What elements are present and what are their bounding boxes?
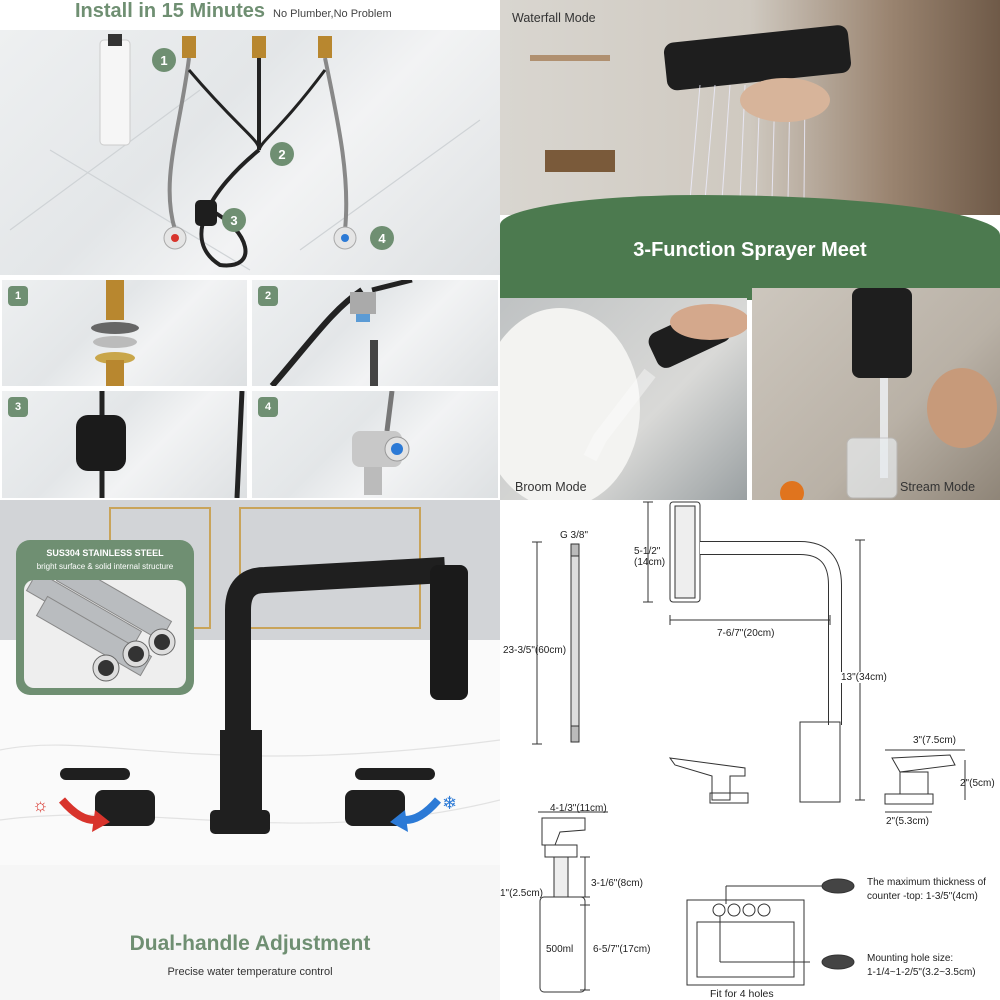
steel-card: SUS304 STAINLESS STEEL bright surface & … — [16, 540, 194, 695]
dim-pump-shank: 3-1/6"(8cm) — [591, 878, 643, 889]
dim-reach: 7-6/7"(20cm) — [717, 628, 775, 639]
detail-cell-4: 4 — [252, 390, 498, 498]
detail-cell-1: 1 — [2, 280, 247, 386]
step-badge-4: 4 — [370, 226, 394, 250]
dual-handle-heading: Dual-handle Adjustment — [129, 932, 371, 955]
dim-base: 2"(5.3cm) — [886, 816, 930, 827]
dual-handle-caption: Precise water temperature control — [167, 966, 333, 978]
dim-fit-holes: Fit for 4 holes — [710, 988, 774, 1000]
hot-icon: ☼ — [32, 795, 49, 815]
waterfall-photo: Waterfall Mode — [500, 0, 1000, 215]
sprayer-banner-title: 3-Function Sprayer Meet — [633, 239, 867, 261]
install-title-bar: Install in 15 Minutes No Plumber,No Prob… — [0, 0, 500, 30]
step-badge-3: 3 — [222, 208, 246, 232]
detail-badge-2: 2 — [258, 286, 278, 306]
steel-title: SUS304 STAINLESS STEEL — [46, 548, 164, 558]
sprayer-banner: 3-Function Sprayer Meet — [500, 195, 1000, 300]
detail-badge-3: 3 — [8, 397, 28, 417]
install-overview: 1 2 3 4 — [0, 30, 500, 275]
detail-badge-1: 1 — [8, 286, 28, 306]
dim-handle-height: 2"(5cm) — [960, 778, 995, 789]
dimensions-panel: G 3/8" 23-3/5"(60cm) 5-1/2" (14cm) 7-6/7… — [500, 500, 1000, 1000]
steel-subtitle: bright surface & solid internal structur… — [36, 562, 174, 571]
dim-pump-width: 4-1/3"(11cm) — [550, 803, 607, 814]
dim-hole-size: Mounting hole size: 1-1/4~1-2/5"(3.2~3.5… — [867, 953, 976, 978]
detail-cell-3: 3 — [2, 390, 247, 499]
dim-height: 13"(34cm) — [841, 672, 887, 683]
waterfall-label: Waterfall Mode — [512, 11, 596, 25]
step-badge-2: 2 — [270, 142, 294, 166]
sprayer-panel: Waterfall Mode 3-Function Sprayer Meet B… — [500, 0, 1000, 500]
detail-badge-4: 4 — [258, 397, 278, 417]
hose-overview-svg — [9, 34, 481, 271]
step-badge-1: 1 — [152, 48, 176, 72]
dim-pump-neck: 1"(2.5cm) — [500, 888, 544, 899]
dim-hose-length: 23-3/5"(60cm) — [503, 645, 567, 656]
dim-hose-thread: G 3/8" — [560, 530, 589, 541]
cold-icon: ❄ — [442, 793, 458, 813]
stream-photo: Stream Mode — [752, 288, 1000, 500]
stream-label: Stream Mode — [900, 480, 976, 494]
install-subtitle: No Plumber,No Problem — [273, 8, 392, 20]
broom-label: Broom Mode — [515, 480, 587, 494]
steel-tubes — [24, 580, 186, 688]
dim-head-length: 5-1/2" (14cm) — [634, 546, 666, 568]
dim-bottle-height: 6-5/7"(17cm) — [593, 944, 651, 955]
faucet-svg — [0, 500, 500, 1000]
dim-handle-width: 3"(7.5cm) — [913, 735, 957, 746]
soap-bottle — [99, 39, 131, 146]
dim-bottle: 500ml — [546, 944, 574, 955]
broom-photo: Broom Mode — [500, 298, 750, 500]
install-title: Install in 15 Minutes — [75, 0, 266, 22]
dimension-drawing — [532, 501, 966, 993]
dual-handle-panel: ☼ ❄ SUS304 STAINLESS STEEL bright surfac… — [0, 500, 500, 1000]
install-panel: Install in 15 Minutes No Plumber,No Prob… — [0, 0, 500, 500]
detail-cell-2: 2 — [252, 277, 498, 388]
dim-thickness: The maximum thickness of counter -top: 1… — [867, 877, 986, 902]
